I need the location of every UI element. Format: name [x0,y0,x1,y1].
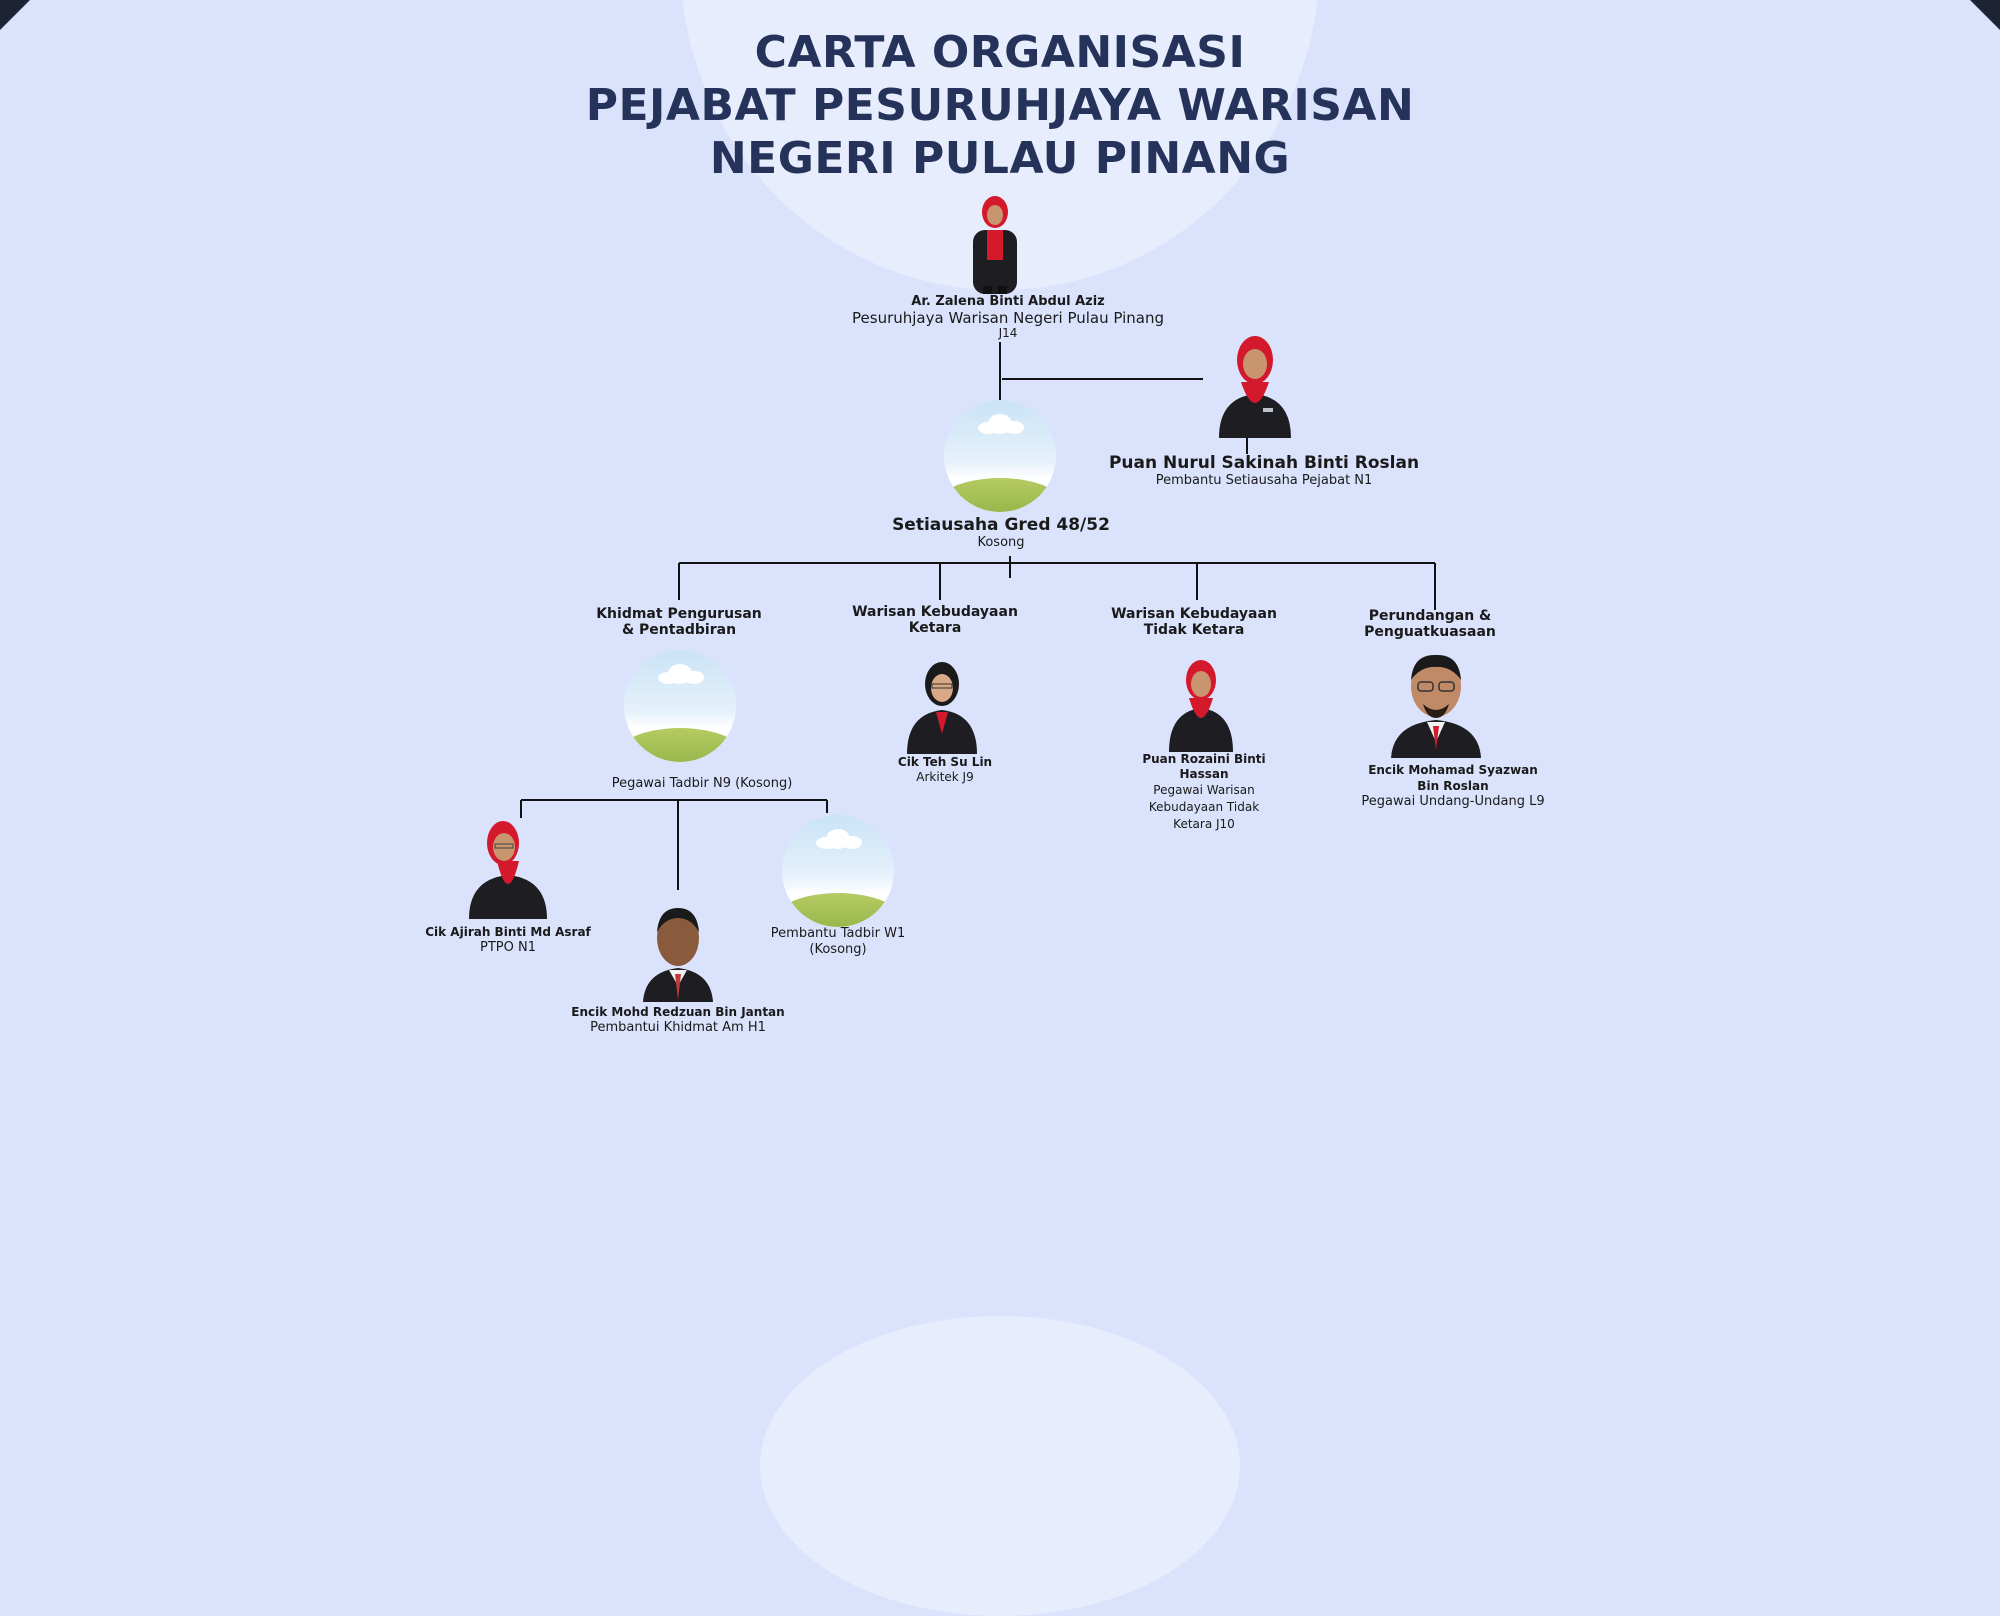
secretary-status: Kosong [977,535,1025,550]
commissioner-photo [973,196,1017,294]
architect-node: Cik Teh Su Lin Arkitek J9 [898,754,992,785]
architect-role: Arkitek J9 [916,770,974,784]
title-line-2: PEJABAT PESURUHJAYA WARISAN [585,80,1415,131]
general-assistant-role: Pembantui Khidmat Am H1 [590,1020,766,1035]
admin-assistant-node: Pembantu Tadbir W1 (Kosong) [771,926,905,958]
heritage-officer-node: Puan Rozaini Binti Hassan Pegawai Warisa… [1142,752,1265,833]
ptpo-name: Cik Ajirah Binti Md Asraf [425,925,591,939]
secretary-node: Setiausaha Gred 48/52 Kosong [892,515,1110,551]
corner-ornament-right [1970,0,2000,30]
unit-heading-intangible-heritage: Warisan Kebudayaan Tidak Ketara [1111,606,1277,638]
title-line-1: CARTA ORGANISASI [754,27,1246,78]
office-assistant-name: Puan Nurul Sakinah Binti Roslan [1108,453,1420,473]
legal-officer-name-1: Encik Mohamad Syazwan [1368,763,1538,777]
general-assistant-name: Encik Mohd Redzuan Bin Jantan [571,1005,785,1019]
admin-assistant-role-1: Pembantu Tadbir W1 [770,926,906,941]
legal-officer-node: Encik Mohamad Syazwan Bin Roslan Pegawai… [1361,762,1544,810]
ptpo-node: Cik Ajirah Binti Md Asraf PTPO N1 [425,924,591,956]
architect-photo [907,662,977,754]
secretary-title: Setiausaha Gred 48/52 [892,515,1110,535]
heritage-officer-role-3: Ketara J10 [1173,817,1235,831]
legal-officer-photo [1391,654,1481,758]
admin-officer-placeholder-image [624,650,736,762]
ptpo-photo [469,821,547,919]
heritage-officer-role-1: Pegawai Warisan [1153,783,1255,797]
commissioner-grade: J14 [998,326,1018,340]
admin-assistant-placeholder-image [782,815,894,927]
unit-heading-legal-enforcement: Perundangan & Penguatkuasaan [1364,608,1496,640]
admin-assistant-role-2: (Kosong) [809,942,867,957]
ptpo-role: PTPO N1 [480,940,536,955]
heritage-officer-photo [1169,660,1233,752]
unit-heading-management: Khidmat Pengurusan & Pentadbiran [596,606,762,638]
unit-heading-tangible-heritage: Warisan Kebudayaan Ketara [852,604,1018,636]
corner-ornament-left [0,0,30,30]
office-assistant-role: Pembantu Setiausaha Pejabat N1 [1155,473,1373,488]
general-assistant-photo [643,908,713,1002]
legal-officer-name-2: Bin Roslan [1417,779,1489,793]
office-assistant-node: Puan Nurul Sakinah Binti Roslan Pembantu… [1109,453,1419,489]
architect-name: Cik Teh Su Lin [897,755,993,769]
heritage-officer-name-1: Puan Rozaini Binti [1142,752,1266,766]
title-line-3: NEGERI PULAU PINANG [709,133,1291,184]
admin-officer-node: Pegawai Tadbir N9 (Kosong) [612,776,793,792]
general-assistant-node: Encik Mohd Redzuan Bin Jantan Pembantui … [571,1004,784,1036]
commissioner-node: Ar. Zalena Binti Abdul Aziz Pesuruhjaya … [852,294,1164,341]
heritage-officer-name-2: Hassan [1179,767,1229,781]
legal-officer-role: Pegawai Undang-Undang L9 [1361,794,1545,809]
admin-officer-role: Pegawai Tadbir N9 (Kosong) [611,776,793,791]
office-assistant-photo [1219,336,1291,438]
secretary-placeholder-image [944,400,1056,512]
commissioner-name: Ar. Zalena Binti Abdul Aziz [911,294,1105,309]
commissioner-role: Pesuruhjaya Warisan Negeri Pulau Pinang [852,309,1164,327]
page-title: CARTA ORGANISASI PEJABAT PESURUHJAYA WAR… [0,26,2000,185]
org-chart-connectors [520,342,1436,890]
heritage-officer-role-2: Kebudayaan Tidak [1148,800,1260,814]
